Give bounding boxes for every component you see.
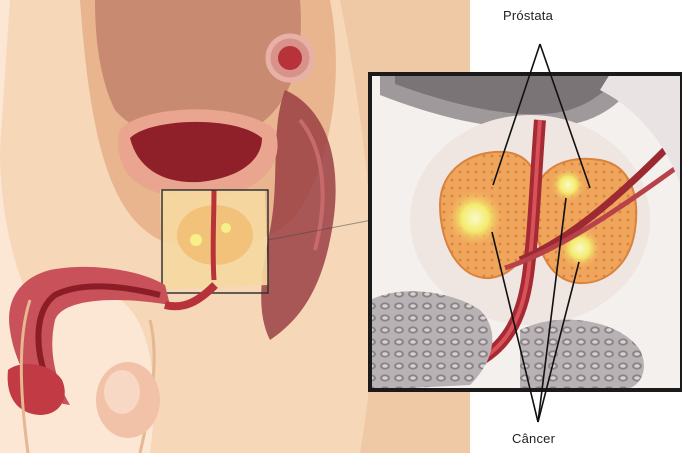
tumor-1: [445, 188, 505, 248]
magnified-inset: [370, 74, 682, 390]
prostate-label: Próstata: [503, 8, 553, 23]
cancer-label: Câncer: [512, 431, 555, 446]
tumor-2: [550, 167, 586, 203]
